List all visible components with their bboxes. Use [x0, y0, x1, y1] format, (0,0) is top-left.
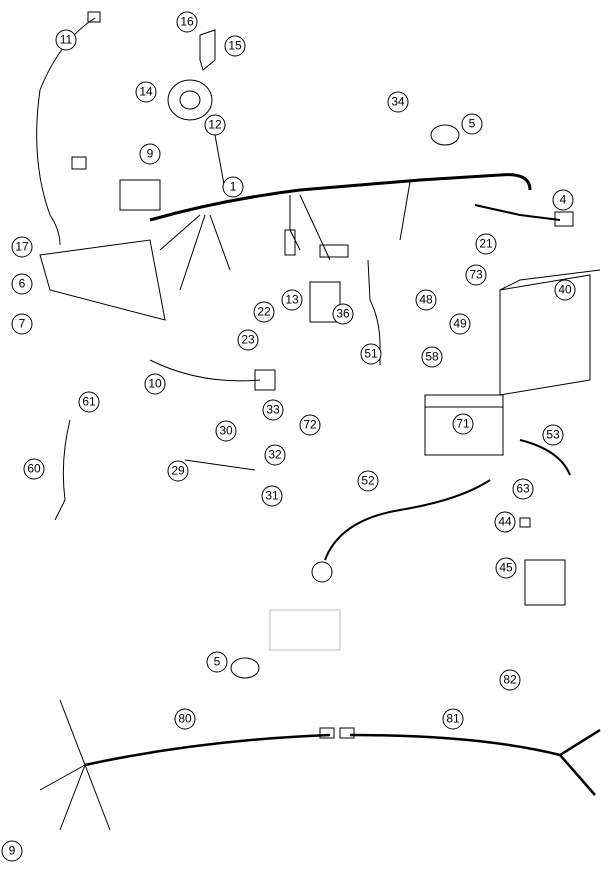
callout-80: 80 — [174, 708, 196, 730]
callout-60: 60 — [23, 458, 45, 480]
callout-71: 71 — [452, 413, 474, 435]
harness-80 — [84, 733, 331, 767]
callout-49: 49 — [449, 313, 471, 335]
harness-81 — [349, 728, 601, 796]
callout-1: 1 — [222, 176, 244, 198]
callout-32: 32 — [264, 444, 286, 466]
horn-12 — [167, 79, 213, 121]
cable-29 — [184, 459, 256, 471]
bracket-15 — [199, 29, 216, 71]
regulator-13 — [309, 281, 341, 323]
callout-4: 4 — [552, 189, 574, 211]
callout-63: 63 — [512, 478, 534, 500]
callout-61: 61 — [78, 391, 100, 413]
callout-15: 15 — [224, 35, 246, 57]
connector — [87, 11, 101, 23]
callout-7: 7 — [11, 313, 33, 335]
callout-5-lower: 5 — [206, 651, 228, 673]
cable-10 — [149, 359, 261, 382]
callout-21: 21 — [475, 233, 497, 255]
clamp-5 — [230, 657, 260, 679]
callout-6: 6 — [11, 273, 33, 295]
starter-motor — [269, 609, 341, 651]
plate-6 — [39, 239, 166, 321]
callout-52: 52 — [357, 470, 379, 492]
callout-10: 10 — [144, 373, 166, 395]
callout-9-lower: 9 — [1, 840, 23, 862]
callout-31: 31 — [261, 485, 283, 507]
cable-53 — [519, 439, 571, 476]
callout-53: 53 — [542, 424, 564, 446]
battery-box-40 — [499, 269, 601, 396]
callout-36: 36 — [332, 303, 354, 325]
callout-14: 14 — [135, 81, 157, 103]
callout-23: 23 — [237, 329, 259, 351]
cable-60 — [54, 419, 71, 521]
callout-5: 5 — [461, 113, 483, 135]
callout-12: 12 — [204, 114, 226, 136]
cable-4 — [474, 204, 561, 221]
main-harness-1 — [149, 173, 532, 222]
callout-9: 9 — [139, 143, 161, 165]
connector — [71, 156, 87, 170]
callout-44: 44 — [494, 511, 516, 533]
cable-52 — [324, 479, 491, 561]
callout-29: 29 — [167, 460, 189, 482]
callout-45: 45 — [495, 557, 517, 579]
callout-34: 34 — [387, 91, 409, 113]
callout-58: 58 — [421, 346, 443, 368]
callout-11: 11 — [55, 29, 77, 51]
callout-17: 17 — [11, 236, 33, 258]
callout-73: 73 — [465, 264, 487, 286]
callout-51: 51 — [360, 343, 382, 365]
callout-48: 48 — [415, 289, 437, 311]
callout-72: 72 — [299, 414, 321, 436]
callout-16: 16 — [176, 11, 198, 33]
callout-81: 81 — [442, 708, 464, 730]
callout-33: 33 — [262, 399, 284, 421]
callout-22: 22 — [253, 301, 275, 323]
callout-40: 40 — [554, 279, 576, 301]
callout-13: 13 — [281, 289, 303, 311]
clamp-5 — [430, 124, 460, 146]
relay-45 — [524, 559, 566, 606]
callout-30: 30 — [215, 420, 237, 442]
callout-82: 82 — [499, 669, 521, 691]
sensor-51 — [367, 259, 381, 365]
cable-11 — [36, 17, 96, 246]
